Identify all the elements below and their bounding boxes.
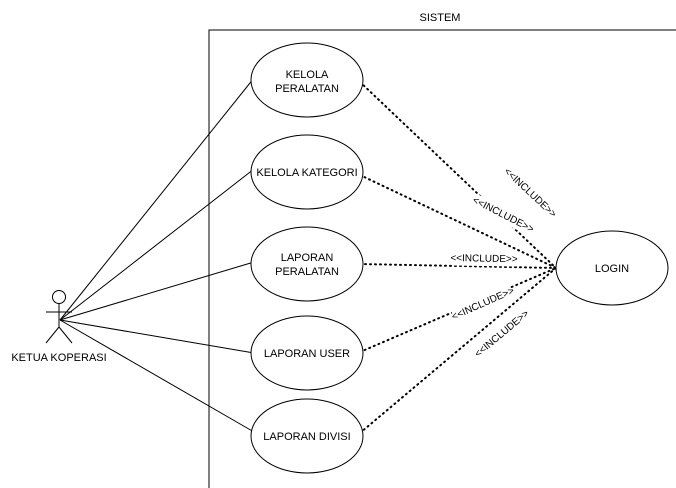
include-line-kelola-peralatan bbox=[359, 81, 557, 269]
actor-head bbox=[52, 290, 66, 304]
use-case-laporan-peralatan[interactable]: LAPORAN PERALATAN bbox=[250, 226, 364, 302]
actor-leg-left bbox=[45, 326, 60, 344]
association-kelola-peralatan bbox=[59, 77, 255, 321]
actor-ketua-koperasi[interactable]: KETUA KOPERASI bbox=[11, 290, 107, 365]
system-boundary bbox=[208, 29, 676, 488]
use-case-label: LAPORAN USER bbox=[264, 348, 350, 360]
use-case-label: KELOLA KATEGORI bbox=[256, 167, 357, 179]
svg-text:<<INCLUDE>>: <<INCLUDE>> bbox=[450, 253, 518, 265]
association-laporan-user bbox=[59, 319, 255, 354]
svg-text:<<INCLUDE>>: <<INCLUDE>> bbox=[473, 308, 532, 360]
use-case-label: KELOLA bbox=[286, 69, 329, 81]
system-title: SISTEM bbox=[420, 12, 461, 24]
svg-text:<<INCLUDE>>: <<INCLUDE>> bbox=[470, 195, 535, 235]
association-laporan-divisi bbox=[59, 319, 255, 433]
actor-name: KETUA KOPERASI bbox=[11, 352, 106, 364]
association-kelola-kategori bbox=[59, 168, 255, 321]
include-label-2: <<INCLUDE>> bbox=[470, 194, 536, 236]
include-line-laporan-divisi bbox=[359, 267, 557, 434]
use-case-label: LOGIN bbox=[595, 263, 629, 275]
include-label-5: <<INCLUDE>> bbox=[473, 308, 532, 360]
use-case-login[interactable]: LOGIN bbox=[555, 230, 669, 306]
include-label-3: <<INCLUDE>> bbox=[450, 251, 518, 267]
include-line-kelola-kategori bbox=[359, 174, 557, 269]
use-case-kelola-peralatan[interactable]: KELOLA PERALATAN bbox=[250, 42, 364, 118]
actor-leg-right bbox=[58, 326, 73, 344]
use-case-laporan-user[interactable]: LAPORAN USER bbox=[250, 315, 364, 391]
use-case-label: PERALATAN bbox=[275, 266, 339, 278]
use-case-laporan-divisi[interactable]: LAPORAN DIVISI bbox=[250, 398, 364, 474]
association-laporan-peralatan bbox=[59, 261, 255, 321]
use-case-label: LAPORAN DIVISI bbox=[263, 431, 350, 443]
include-label-4: <<INCLUDE>> bbox=[450, 284, 516, 324]
associations bbox=[59, 77, 255, 433]
include-dependencies: <<INCLUDE>> <<INCLUDE>> <<INCLUDE>> <<IN… bbox=[359, 81, 558, 434]
use-case-kelola-kategori[interactable]: KELOLA KATEGORI bbox=[250, 134, 364, 210]
use-case-label: PERALATAN bbox=[275, 83, 339, 95]
svg-text:<<INCLUDE>>: <<INCLUDE>> bbox=[450, 285, 516, 322]
use-case-label: LAPORAN bbox=[281, 252, 334, 264]
